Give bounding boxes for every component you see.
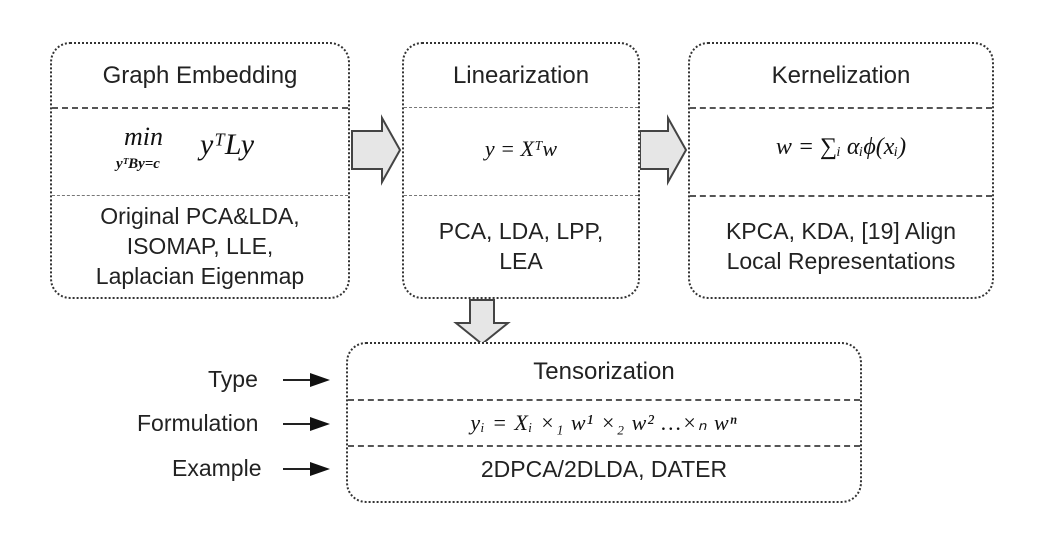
graph-embedding-formula: min yᵀBy=c yᵀLy: [52, 118, 348, 188]
graph-embedding-constraint: yᵀBy=c: [116, 156, 160, 172]
linearization-box: Linearization y = Xᵀw PCA, LDA, LPP, LEA: [402, 42, 640, 299]
graph-embedding-min: min: [124, 122, 163, 151]
row-label-example: Example: [172, 455, 262, 481]
graph-embedding-title: Graph Embedding: [102, 62, 298, 89]
linearization-separator-bottom: [404, 195, 638, 196]
graph-embedding-separator-bottom: [52, 195, 348, 196]
graph-embedding-examples: Original PCA&LDA, ISOMAP, LLE, Laplacian…: [52, 201, 348, 291]
row-arrow-example: [283, 462, 330, 476]
arrow-linear-to-kernel: [639, 114, 688, 186]
graph-embedding-box: Graph Embedding min yᵀBy=c yᵀLy Original…: [50, 42, 350, 299]
row-label-formulation: Formulation: [137, 410, 259, 436]
row-arrow-type: [283, 373, 330, 387]
tensorization-title: Tensorization: [533, 358, 675, 385]
kernelization-title: Kernelization: [771, 62, 911, 89]
arrow-linear-to-tensor: [453, 299, 511, 346]
graph-embedding-separator-top: [52, 107, 348, 109]
tensorization-box: Tensorization yᵢ = Xᵢ ×₁ w¹ ×₂ w² …×ₙ wⁿ…: [346, 342, 862, 503]
graph-embedding-example-line: Laplacian Eigenmap: [95, 263, 305, 289]
kernelization-box: Kernelization w = ∑ᵢ αᵢϕ(xᵢ) KPCA, KDA, …: [688, 42, 994, 299]
kernelization-separator-top: [690, 107, 992, 109]
kernelization-formula: w = ∑ᵢ αᵢϕ(xᵢ): [775, 134, 907, 160]
tensorization-examples: 2DPCA/2DLDA, DATER: [480, 456, 728, 482]
linearization-examples: PCA, LDA, LPP, LEA: [404, 216, 638, 276]
tensorization-separator-bottom: [348, 445, 860, 447]
row-label-type: Type: [208, 366, 258, 392]
kernelization-example-line: Local Representations: [726, 248, 956, 274]
tensorization-formula: yᵢ = Xᵢ ×₁ w¹ ×₂ w² …×ₙ wⁿ: [470, 410, 738, 435]
linearization-title: Linearization: [452, 62, 590, 89]
tensorization-separator-top: [348, 399, 860, 401]
linearization-separator-top: [404, 107, 638, 108]
graph-embedding-example-line: Original PCA&LDA,: [100, 203, 300, 229]
kernelization-example-line: KPCA, KDA, [19] Align: [725, 218, 957, 244]
linearization-example-line: PCA, LDA, LPP,: [438, 218, 604, 244]
graph-embedding-example-line: ISOMAP, LLE,: [126, 233, 274, 259]
arrow-graph-to-linear: [351, 114, 402, 186]
row-arrow-formulation: [283, 417, 330, 431]
linearization-example-line: LEA: [499, 248, 543, 274]
kernelization-separator-bottom: [690, 195, 992, 197]
graph-embedding-objective: yᵀLy: [200, 128, 255, 161]
linearization-formula: y = Xᵀw: [484, 136, 558, 161]
kernelization-examples: KPCA, KDA, [19] Align Local Representati…: [690, 216, 992, 276]
